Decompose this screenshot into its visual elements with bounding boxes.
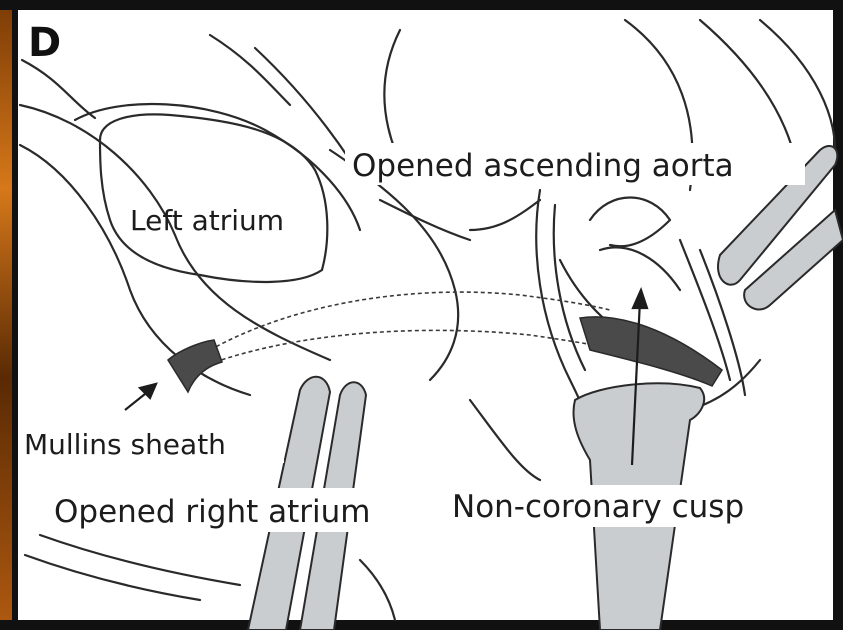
panel-letter: D (28, 20, 61, 66)
label-non-coronary-cusp: Non-coronary cusp (452, 489, 744, 525)
label-mullins-sheath: Mullins sheath (24, 428, 226, 461)
label-left-atrium: Left atrium (130, 204, 284, 237)
frame-right (833, 0, 843, 630)
frame-bottom (0, 620, 843, 630)
label-opened-ascending-aorta: Opened ascending aorta (352, 148, 734, 184)
left-edge-strip (0, 0, 14, 630)
label-opened-right-atrium: Opened right atrium (54, 494, 370, 530)
frame-top (0, 0, 843, 10)
frame-left (12, 0, 18, 630)
